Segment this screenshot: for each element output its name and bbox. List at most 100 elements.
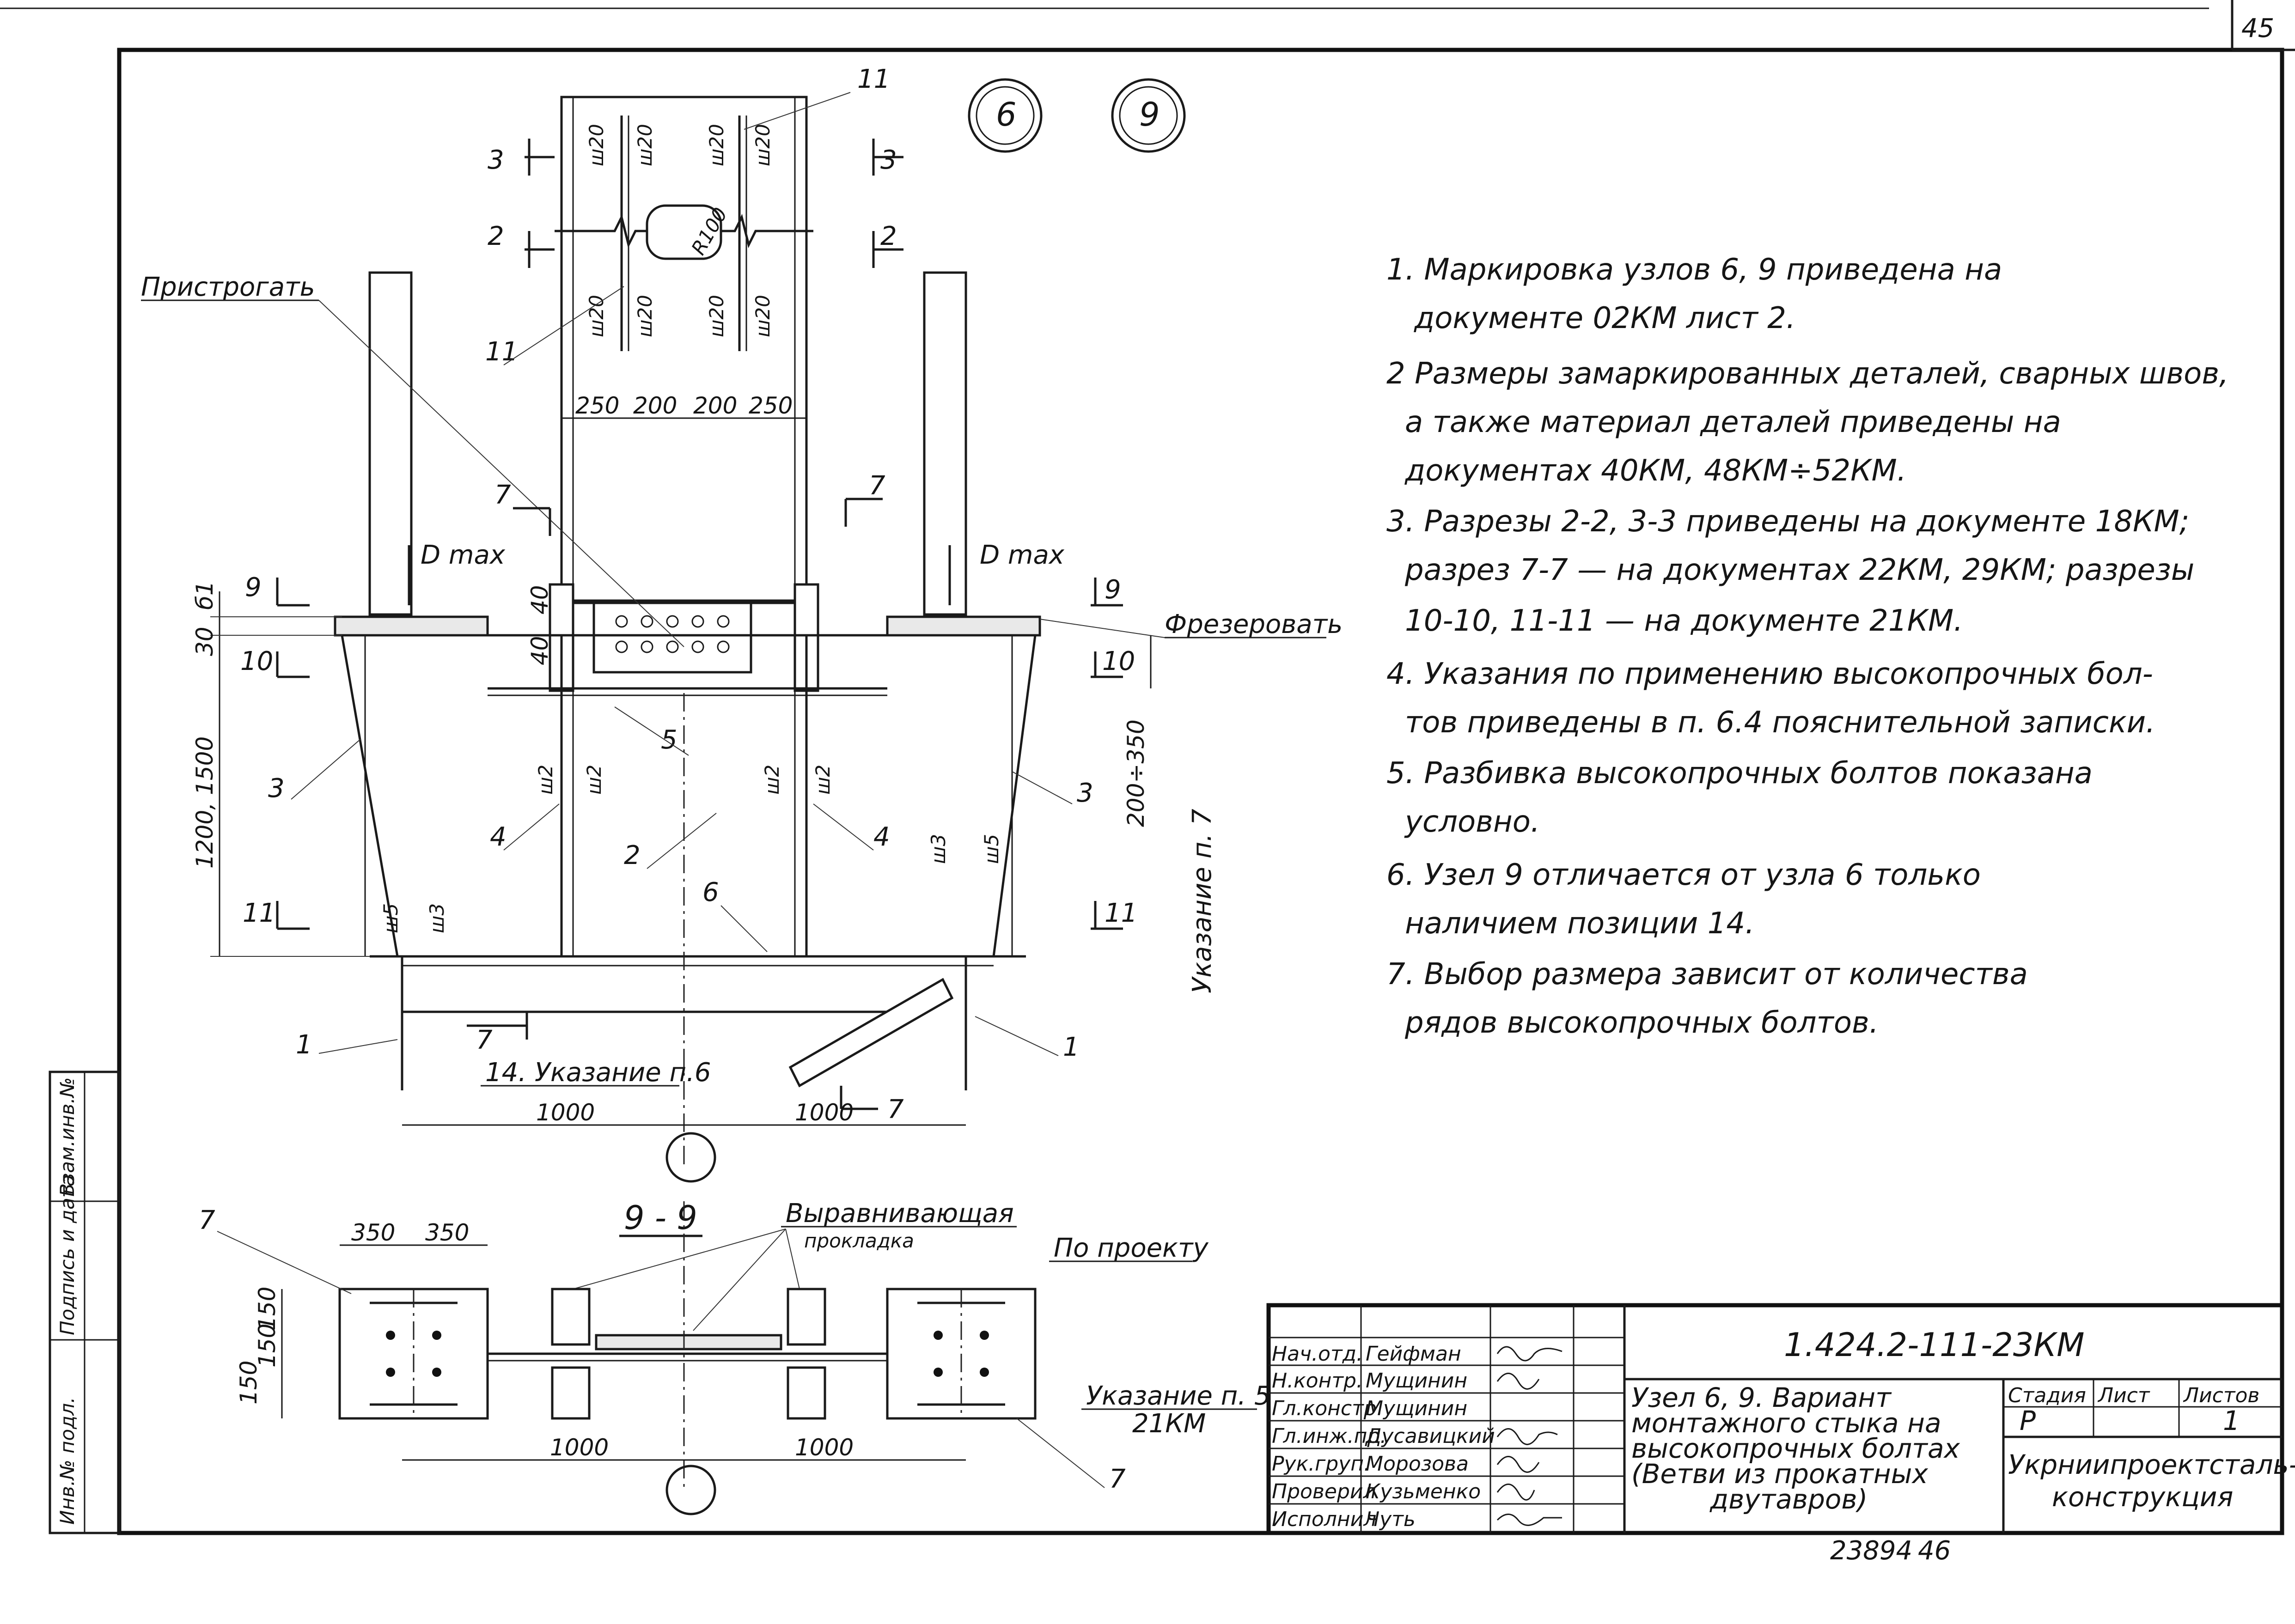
svg-text:Дусавицкий: Дусавицкий [1365,1424,1495,1448]
section-mark-11: 11 11 [243,898,1137,930]
levelling-shim [595,1334,782,1350]
node-marks: 6 9 [968,78,1186,153]
svg-text:Лист: Лист [2097,1384,2150,1407]
svg-text:ш3: ш3 [927,834,950,864]
svg-text:10: 10 [240,646,273,676]
corner-number: 45 [2241,13,2274,43]
svg-text:7: 7 [869,471,885,501]
svg-text:150: 150 [254,1287,281,1331]
svg-text:прокладка: прокладка [804,1229,914,1252]
note-line-10: тов приведены в п. 6.4 пояснительной зап… [1405,706,2155,740]
svg-text:ш20: ш20 [585,124,608,166]
section-mark-10: 10 10 [240,646,1135,678]
svg-text:9: 9 [1139,96,1160,134]
svg-text:5: 5 [661,725,678,755]
section-mark-9: 9 9 [245,572,1123,607]
svg-text:3: 3 [268,773,285,803]
svg-text:ш20: ш20 [705,295,728,337]
svg-text:ш20: ш20 [751,295,774,337]
svg-text:Листов: Листов [2183,1384,2259,1407]
note-line-14: наличием позиции 14. [1405,906,1754,941]
ukazanie-p5: Указание п. 5 [1086,1381,1270,1411]
note-line-8: 10-10, 11-11 — на документе 21КМ. [1405,604,1963,638]
svg-text:ш2: ш2 [761,765,783,795]
svg-text:Исполнил: Исполнил [1272,1508,1376,1531]
svg-text:ш20: ш20 [751,124,774,166]
svg-text:7: 7 [1109,1464,1126,1494]
note-line-6: 3. Разрезы 2-2, 3-3 приведены на докумен… [1386,505,2189,539]
svg-text:7: 7 [887,1095,904,1125]
svg-text:Укрниипроектсталь-: Укрниипроектсталь- [2008,1449,2295,1480]
axis-bubble-bottom [665,1465,716,1515]
svg-text:2: 2 [488,221,504,251]
svg-text:11: 11 [243,898,275,928]
svg-text:Чуть: Чуть [1366,1508,1416,1531]
note-line-4: а также материал деталей приведены на [1405,405,2061,439]
svg-text:6: 6 [702,877,719,907]
svg-text:конструкция: конструкция [2052,1481,2233,1513]
svg-text:двутавров): двутавров) [1709,1484,1868,1515]
svg-text:4: 4 [873,822,890,852]
svg-text:ш2: ш2 [812,765,834,795]
svg-text:Кузьменко: Кузьменко [1366,1480,1481,1503]
svg-text:1200, 1500: 1200, 1500 [191,736,218,869]
svg-text:10: 10 [1102,646,1135,676]
svg-text:б1: б1 [191,581,218,610]
pristrogat-label: Пристрогать [141,272,315,302]
right-top-plate [886,615,1041,637]
archive-number: 23894 [1830,1536,1912,1566]
svg-text:Выравнивающая: Выравнивающая [786,1198,1014,1229]
svg-text:1000: 1000 [550,1434,609,1461]
general-notes: 1. Маркировка узлов 6, 9 приведена на до… [1386,253,2228,1040]
svg-text:3: 3 [1077,778,1093,808]
note-line-7: разрез 7-7 — на документах 22КМ, 29КМ; р… [1404,553,2194,587]
section-mark-2: 2 2 [488,221,903,268]
svg-text:11: 11 [485,337,518,367]
signatures [1496,1346,1563,1526]
section-mark-3: 3 3 [488,139,903,176]
section-mark-7-top: 7 7 [494,471,885,536]
svg-text:1000: 1000 [536,1099,595,1126]
svg-text:ш3: ш3 [426,903,448,933]
svg-text:350: 350 [425,1219,469,1246]
svg-text:150: 150 [235,1361,262,1405]
svg-text:7: 7 [476,1025,493,1055]
svg-text:ш5: ш5 [379,903,402,933]
node-mark-6 [968,78,1043,153]
svg-text:Мущинин: Мущинин [1366,1397,1467,1420]
note-line-13: 6. Узел 9 отличается от узла 6 только [1386,858,1981,892]
upper-column [560,96,808,602]
svg-text:1000: 1000 [795,1434,854,1461]
elevation-view: R100 ш20 ш20 ш20 ш20 ш20 ш20 ш20 ш20 250… [141,64,1343,1183]
note-line-16: рядов высокопрочных болтов. [1404,1006,1879,1040]
svg-text:D max: D max [421,540,506,570]
side-stamp-vzam: Взам.инв.№ [56,1077,79,1197]
svg-text:4: 4 [490,822,507,852]
svg-text:30: 30 [191,626,218,656]
note-line-5: документах 40КМ, 48КМ÷52КМ. [1404,454,1906,488]
section-mark-7-bottom: 7 7 [467,1012,904,1125]
section-9-9-plan: 9 - 9 Выравнивающая прокладка По проекту [199,1198,1270,1515]
svg-text:7: 7 [494,480,511,510]
svg-text:1: 1 [296,1030,312,1060]
section-9-9-title: 9 - 9 [624,1199,697,1237]
side-stamp: Инв.№ подл. Подпись и дата Взам.инв.№ [49,1071,121,1534]
note-line-3: 2 Размеры замаркированных деталей, сварн… [1386,357,2228,391]
svg-text:150: 150 [254,1324,281,1368]
note-line-15: 7. Выбор размера зависит от количества [1386,957,2028,991]
note-line-2: документе 02КМ лист 2. [1414,301,1795,335]
svg-text:ш2: ш2 [583,765,605,795]
svg-text:(Ветви из прокатных: (Ветви из прокатных [1631,1458,1928,1490]
side-stamp-inv-podl: Инв.№ подл. [56,1397,79,1525]
svg-text:Мущинин: Мущинин [1366,1369,1467,1393]
svg-text:200÷350: 200÷350 [1123,719,1149,827]
svg-text:3: 3 [880,145,897,175]
svg-text:200: 200 [633,392,677,419]
svg-text:11: 11 [857,64,890,94]
left-top-plate [334,615,489,637]
svg-text:200: 200 [693,392,737,419]
svg-text:9: 9 [245,572,262,602]
svg-text:7: 7 [199,1205,215,1235]
svg-text:350: 350 [351,1219,395,1246]
ukazanie-p7: Указание п. 7 [1187,809,1217,993]
